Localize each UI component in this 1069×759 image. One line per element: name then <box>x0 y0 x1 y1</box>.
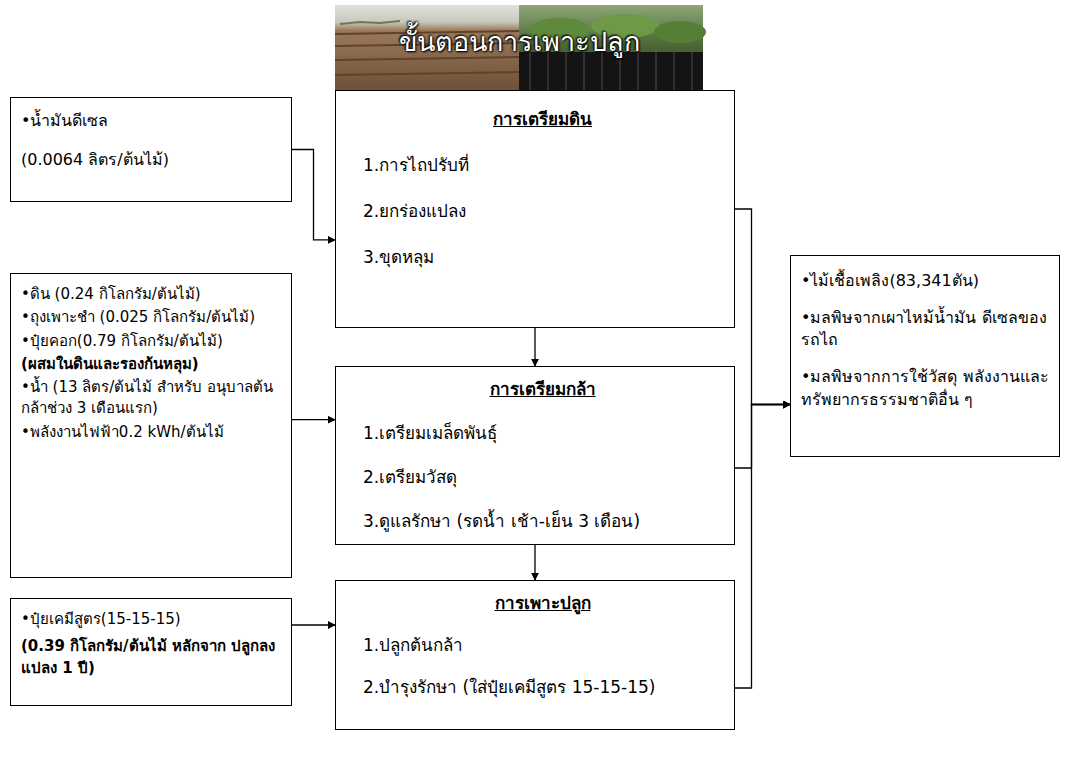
field-trees <box>340 21 400 24</box>
box-text: (ผสมในดินและรองก้นหลุม) <box>21 354 283 375</box>
seedling-leaves <box>654 21 706 43</box>
box-text: 1.ปลูกต้นกล้า <box>363 633 722 657</box>
process-box: การเพาะปลูก 1.ปลูกต้นกล้า 2.บำรุงรักษา (ใส… <box>335 580 735 730</box>
flow-arrow <box>735 209 790 405</box>
box-text: 3.ดูแลรักษา (รดน้ำ เช้า-เย็น 3 เดือน) <box>363 509 722 533</box>
flow-arrow <box>735 405 790 689</box>
box-text: 2.บำรุงรักษา (ใส่ปุ๋ยเคมีสูตร 15-15-15) <box>363 675 722 699</box>
box-text: 3.ขุดหลุม <box>363 245 722 269</box>
flow-arrow <box>735 405 790 469</box>
box-text: (0.0064 ลิตร/ต้นไม้) <box>21 149 283 172</box>
box-text: •ปุ๋ยเคมีสูตร(15-15-15) <box>21 609 283 630</box>
box-heading: การเตรียมดิน <box>363 107 722 131</box>
box-text: •น้ำ (13 ลิตร/ต้นไม้ สำหรับ อนุบาลต้นกล้… <box>21 377 283 420</box>
box-heading: การเตรียมกล้า <box>363 377 722 401</box>
bag-edges <box>530 52 692 90</box>
diagram-title: ขั้นตอนการเพาะปลูก <box>335 20 703 63</box>
box-text: (0.39 กิโลกรัม/ต้นไม้ หลักจาก ปลูกลงแปลง… <box>21 636 283 679</box>
box-text: 2.เตรียมวัสดุ <box>363 465 722 489</box>
box-text: •พลังงานไฟฟ้า0.2 kWh/ต้นไม้ <box>21 422 283 443</box>
process-box: •ไม้เชื้อเพลิง(83,341ตัน) •มลพิษจากเผาไหม… <box>790 255 1060 457</box>
process-box: •ปุ๋ยเคมีสูตร(15-15-15) (0.39 กิโลกรัม/ต้… <box>10 598 292 706</box>
process-box: การเตรียมดิน 1.การไถปรับที่ 2.ยกร่องแปลง 3.… <box>335 90 735 328</box>
flow-arrow <box>292 419 335 420</box>
process-box: •ดิน (0.24 กิโลกรัม/ต้นไม้)•ถุงเพาะชำ (0… <box>10 273 292 578</box>
box-text: 1.การไถปรับที่ <box>363 153 722 177</box>
box-text: 1.เตรียมเมล็ดพันธุ์ <box>363 421 722 445</box>
box-text: •ถุงเพาะชำ (0.025 กิโลกรัม/ต้นไม้) <box>21 307 283 328</box>
flow-arrow <box>534 545 535 580</box>
flow-arrow <box>534 328 535 366</box>
box-text: •น้ำมันดีเซล <box>21 110 283 133</box>
process-box: การเตรียมกล้า 1.เตรียมเมล็ดพันธุ์ 2.เตรียม… <box>335 366 735 545</box>
box-text: •ปุ๋ยคอก(0.79 กิโลกรัม/ต้นไม้) <box>21 331 283 352</box>
box-heading: การเพาะปลูก <box>363 591 722 615</box>
box-text: •มลพิษจากเผาไหม้น้ำมัน ดีเซลของรถไถ <box>801 307 1051 352</box>
flow-arrow <box>292 150 335 240</box>
box-text: •ไม้เชื้อเพลิง(83,341ตัน) <box>801 270 1051 293</box>
flow-arrow <box>292 624 335 625</box>
box-text: •มลพิษจากการใช้วัสดุ พลังงานและ ทรัพยากร… <box>801 366 1051 411</box>
process-box: •น้ำมันดีเซล (0.0064 ลิตร/ต้นไม้) <box>10 97 292 202</box>
box-text: 2.ยกร่องแปลง <box>363 199 722 223</box>
nursery-bags <box>519 52 703 90</box>
box-text: •ดิน (0.24 กิโลกรัม/ต้นไม้) <box>21 284 283 305</box>
